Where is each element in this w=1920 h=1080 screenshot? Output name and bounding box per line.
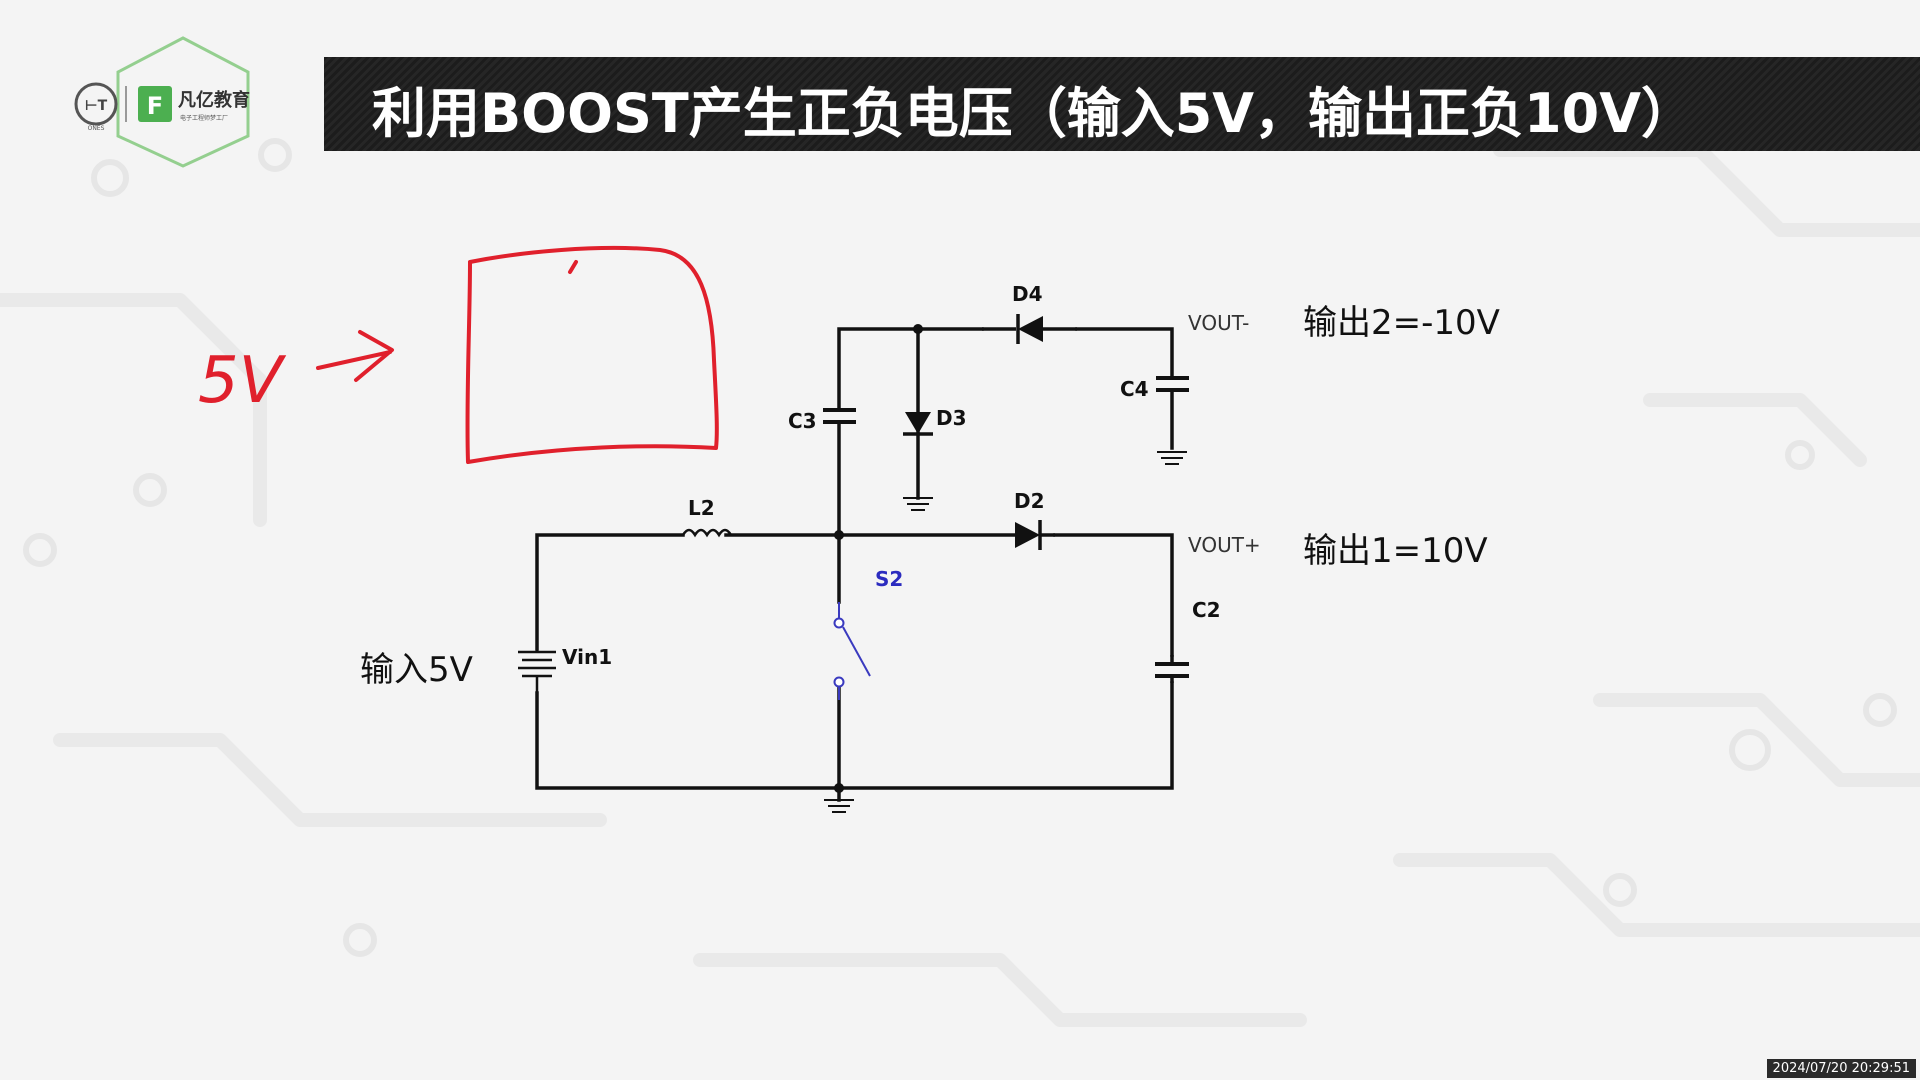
label-c2: C2 <box>1192 598 1221 622</box>
diode-d3 <box>903 412 933 436</box>
timestamp: 2024/07/20 20:29:51 <box>1766 1059 1916 1078</box>
capacitor-c3 <box>823 408 856 424</box>
svg-text:F: F <box>147 92 163 120</box>
wire-d2-to-c2 <box>1053 533 1174 657</box>
ground-symbol-d3 <box>903 497 933 511</box>
net-label-vout-pos: VOUT+ <box>1188 533 1261 557</box>
wire-c3-upper <box>837 327 984 410</box>
capacitor-c4 <box>1156 376 1189 392</box>
diode-d4 <box>982 314 1077 344</box>
label-vin1: Vin1 <box>562 645 612 669</box>
handwritten-annotation <box>316 245 719 464</box>
capacitor-c2 <box>1155 662 1189 678</box>
label-d2: D2 <box>1014 489 1045 513</box>
handwritten-5v: 5V <box>198 344 287 418</box>
logo-mark-text: ONES <box>88 125 105 132</box>
title-bar: 利用BOOST产生正负电压（输入5V，输出正负10V） <box>324 57 1920 151</box>
logo-sub-text: 电子工程师梦工厂 <box>180 114 228 122</box>
wire-bottom <box>535 681 1174 790</box>
label-d4: D4 <box>1012 282 1043 306</box>
voltage-source-vin1 <box>518 649 556 693</box>
wire-input-top <box>535 533 685 651</box>
handwritten-arrow <box>316 330 394 382</box>
net-label-vout-neg: VOUT- <box>1188 311 1249 335</box>
label-c4: C4 <box>1120 377 1149 401</box>
inductor-l2 <box>681 528 733 538</box>
wire-d4-to-c4 <box>1075 327 1174 378</box>
label-l2: L2 <box>688 496 715 520</box>
input-label: 输入5V <box>360 650 473 690</box>
output2-label: 输出2=-10V <box>1303 303 1500 343</box>
label-d3: D3 <box>936 406 967 430</box>
output1-label: 输出1=10V <box>1303 531 1488 571</box>
svg-text:⊢T: ⊢T <box>85 98 108 114</box>
ground-symbol-c4 <box>1157 451 1187 465</box>
page-title: 利用BOOST产生正负电压（输入5V，输出正负10V） <box>372 82 1695 145</box>
label-c3: C3 <box>788 409 817 433</box>
logo-brand-text: 凡亿教育 <box>178 89 250 111</box>
ground-symbol-main <box>824 799 854 813</box>
switch-s2 <box>833 602 871 700</box>
diode-d2 <box>1015 520 1055 550</box>
label-s2: S2 <box>875 567 903 591</box>
company-logo: ⊢T ONES F 凡亿教育 电子工程师梦工厂 <box>74 36 250 168</box>
handwritten-box <box>465 245 719 464</box>
